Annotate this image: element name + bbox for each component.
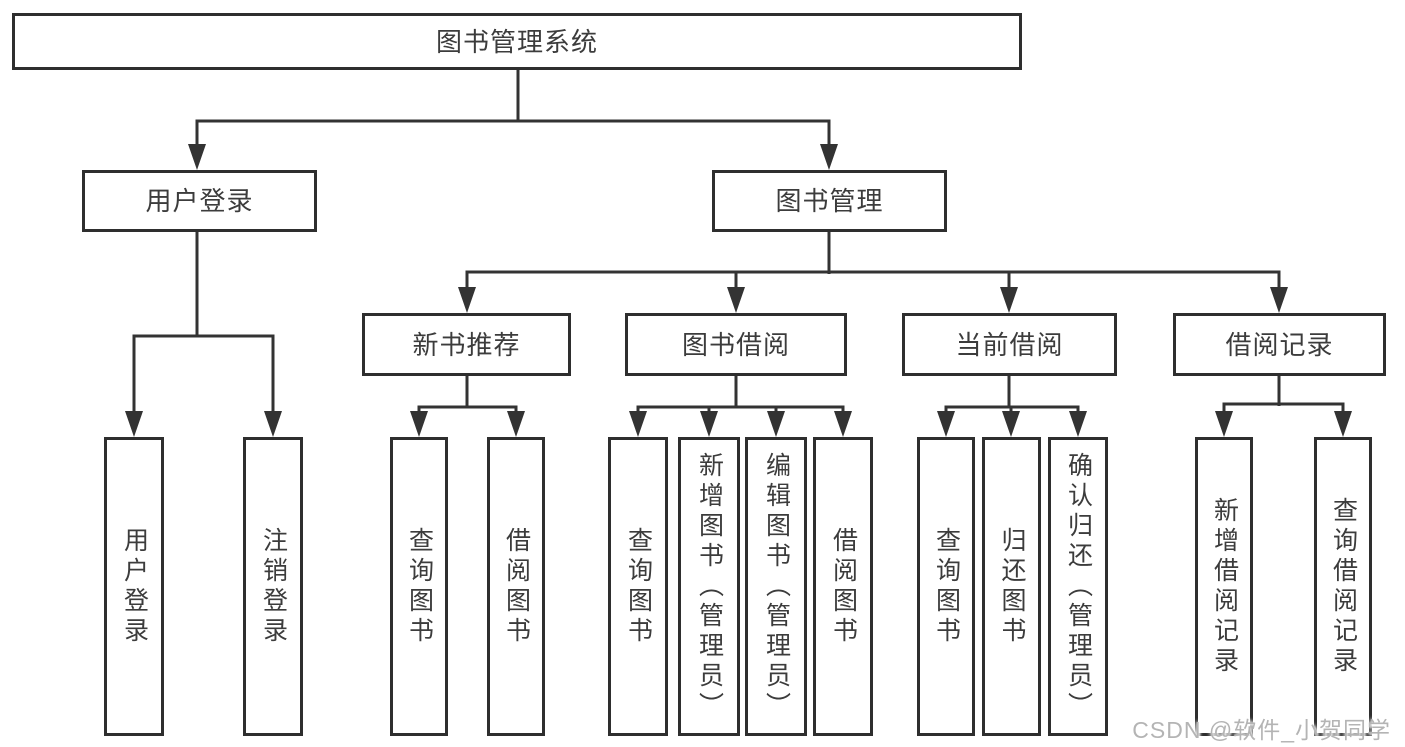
- leaf-query-borrow-record: 查询借阅记录: [1314, 437, 1372, 736]
- leaf-logout: 注销登录: [243, 437, 303, 736]
- leaf-query-books-borrow: 查询图书: [608, 437, 668, 736]
- leaf-user-login: 用户登录: [104, 437, 164, 736]
- csdn-watermark: CSDN @软件_小贺同学: [1132, 717, 1391, 743]
- leaf-query-books-current: 查询图书: [917, 437, 975, 736]
- node-current-borrow: 当前借阅: [902, 313, 1117, 376]
- leaf-query-books-recommend: 查询图书: [390, 437, 448, 736]
- node-new-book-recommend: 新书推荐: [362, 313, 571, 376]
- leaf-borrow-books-recommend: 借阅图书: [487, 437, 545, 736]
- node-book-borrow: 图书借阅: [625, 313, 847, 376]
- leaf-add-borrow-record: 新增借阅记录: [1195, 437, 1253, 736]
- node-user-login: 用户登录: [82, 170, 317, 232]
- leaf-return-books: 归还图书: [982, 437, 1041, 736]
- node-borrow-records: 借阅记录: [1173, 313, 1386, 376]
- node-book-management: 图书管理: [712, 170, 947, 232]
- leaf-edit-books-admin: 编辑图书（管理员）: [745, 437, 807, 736]
- node-root: 图书管理系统: [12, 13, 1022, 70]
- leaf-add-books-admin: 新增图书（管理员）: [678, 437, 740, 736]
- leaf-confirm-return-admin: 确认归还（管理员）: [1048, 437, 1108, 736]
- leaf-borrow-books: 借阅图书: [813, 437, 873, 736]
